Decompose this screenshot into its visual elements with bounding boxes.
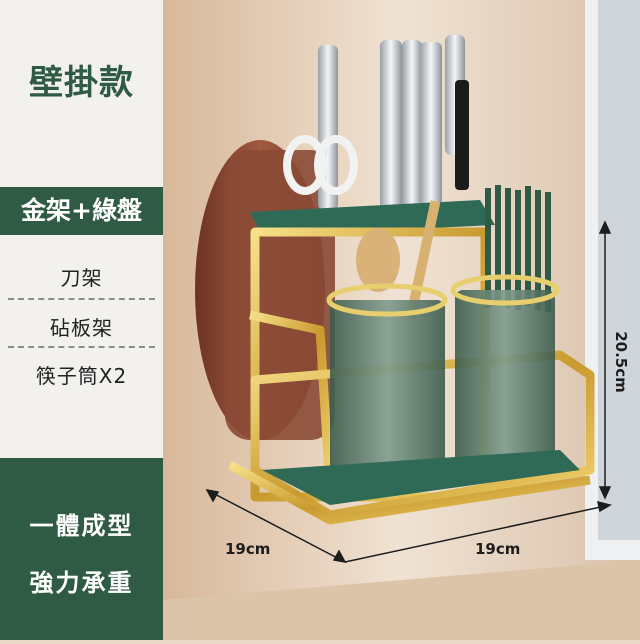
highlight-box: 一體成型 強力承重 (0, 458, 163, 640)
dimension-depth: 19cm (475, 540, 521, 558)
feature-panel: 壁掛款 金架+綠盤 刀架 砧板架 筷子筒X2 一體成型 強力承重 (0, 0, 163, 640)
chopsticks (485, 185, 551, 312)
highlight-load-bearing: 強力承重 (29, 569, 134, 597)
highlight-one-piece: 一體成型 (29, 512, 134, 540)
feature-chopstick-holder: 筷子筒X2 (35, 364, 128, 388)
feature-knife-rack: 刀架 (60, 266, 103, 290)
dimension-lines (205, 220, 612, 564)
feature-board-rack: 砧板架 (50, 316, 113, 340)
utensil-cup-left (330, 300, 445, 490)
color-label: 金架+綠盤 (0, 187, 163, 235)
countertop (163, 560, 640, 640)
drip-tray (262, 450, 580, 505)
product-title: 壁掛款 (29, 63, 134, 103)
spoon (356, 228, 400, 292)
scissors (283, 135, 358, 195)
dimension-width: 19cm (225, 540, 271, 558)
utensil-cup-right (455, 290, 555, 470)
divider (8, 298, 155, 300)
dimension-height: 20.5cm (611, 331, 630, 393)
divider (8, 346, 155, 348)
